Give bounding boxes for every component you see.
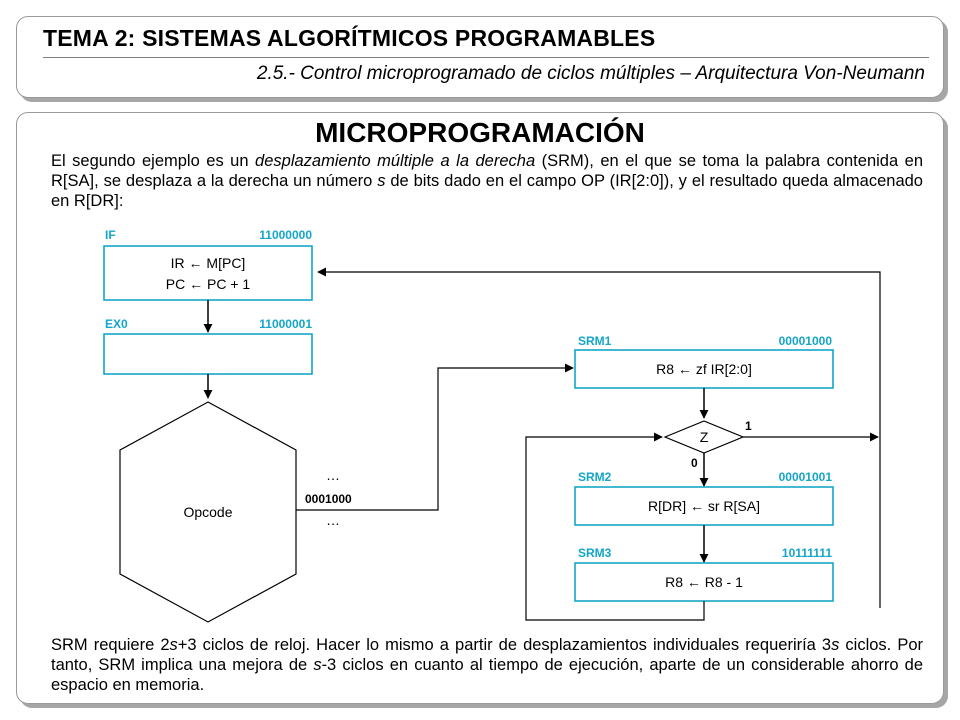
opcode-ellipsis-top: … bbox=[326, 467, 340, 483]
opcode-dispatch-hexagon bbox=[119, 401, 297, 623]
decision-true-label: 1 bbox=[745, 419, 752, 433]
state-box-srm2 bbox=[574, 486, 834, 526]
intro-text-3: de bits dado en el campo OP (IR[2:0]), y… bbox=[51, 172, 923, 210]
if-microop-2: PC ← PC + 1 bbox=[166, 276, 251, 292]
state-code-if: 11000000 bbox=[259, 228, 312, 242]
srm3-microop: R8 ← R8 - 1 bbox=[665, 574, 743, 590]
conclusion-text-4: -3 ciclos en cuanto al tiempo de ejecuci… bbox=[51, 656, 923, 694]
state-name-if: IF bbox=[105, 228, 116, 242]
intro-emphasis-2: s bbox=[377, 172, 386, 190]
header-panel: TEMA 2: SISTEMAS ALGORÍTMICOS PROGRAMABL… bbox=[16, 16, 944, 98]
opcode-label: Opcode bbox=[183, 504, 232, 520]
state-name-ex0: EX0 bbox=[105, 317, 128, 331]
slide-topic-title: TEMA 2: SISTEMAS ALGORÍTMICOS PROGRAMABL… bbox=[43, 25, 656, 51]
slide-subtitle: 2.5.- Control microprogramado de ciclos … bbox=[256, 63, 925, 84]
decision-false-label: 0 bbox=[691, 456, 698, 470]
conclusion-emphasis-2: s bbox=[831, 636, 840, 654]
state-name-srm1: SRM1 bbox=[578, 334, 612, 348]
section-title: MICROPROGRAMACIÓN bbox=[315, 117, 645, 148]
intro-text-1: El segundo ejemplo es un bbox=[51, 152, 256, 170]
arrow-srm3-loop-to-z bbox=[525, 432, 705, 621]
state-name-srm2: SRM2 bbox=[578, 470, 612, 484]
state-code-ex0: 11000001 bbox=[259, 317, 312, 331]
state-box-srm3 bbox=[574, 562, 834, 602]
header-divider bbox=[43, 57, 929, 58]
state-code-srm2: 00001001 bbox=[779, 470, 833, 484]
intro-paragraph: El segundo ejemplo es un desplazamiento … bbox=[51, 151, 923, 211]
conclusion-emphasis-3: s bbox=[313, 656, 322, 674]
srm2-microop: R[DR] ← sr R[SA] bbox=[648, 498, 760, 514]
conclusion-paragraph: SRM requiere 2s+3 ciclos de reloj. Hacer… bbox=[51, 635, 923, 695]
conclusion-text-1: SRM requiere 2 bbox=[51, 636, 170, 654]
arrow-opcode-to-srm1 bbox=[296, 363, 574, 511]
arrow-return-to-if bbox=[317, 267, 881, 608]
conclusion-text-2: +3 ciclos de reloj. Hacer lo mismo a par… bbox=[177, 636, 832, 654]
state-box-if bbox=[103, 245, 313, 301]
conclusion-emphasis-1: s bbox=[169, 636, 178, 654]
state-box-srm1 bbox=[574, 349, 834, 389]
srm1-microop: R8 ← zf IR[2:0] bbox=[656, 361, 752, 377]
intro-text-2: (SRM), en el que se toma la palabra cont… bbox=[51, 152, 923, 190]
state-box-ex0 bbox=[103, 333, 313, 375]
opcode-ellipsis-bottom: … bbox=[326, 512, 340, 528]
intro-emphasis-1: desplazamiento múltiple a la derecha bbox=[255, 152, 536, 170]
conclusion-text-3: ciclos. Por tanto, SRM implica una mejor… bbox=[51, 636, 923, 674]
state-name-srm3: SRM3 bbox=[578, 546, 612, 560]
if-microop-1: IR ← M[PC] bbox=[171, 255, 246, 271]
opcode-branch-code: 0001000 bbox=[305, 492, 352, 506]
main-panel: MICROPROGRAMACIÓN El segundo ejemplo es … bbox=[16, 112, 944, 704]
state-code-srm1: 00001000 bbox=[779, 334, 833, 348]
decision-label-z: Z bbox=[700, 429, 709, 445]
state-code-srm3: 10111111 bbox=[782, 546, 832, 560]
